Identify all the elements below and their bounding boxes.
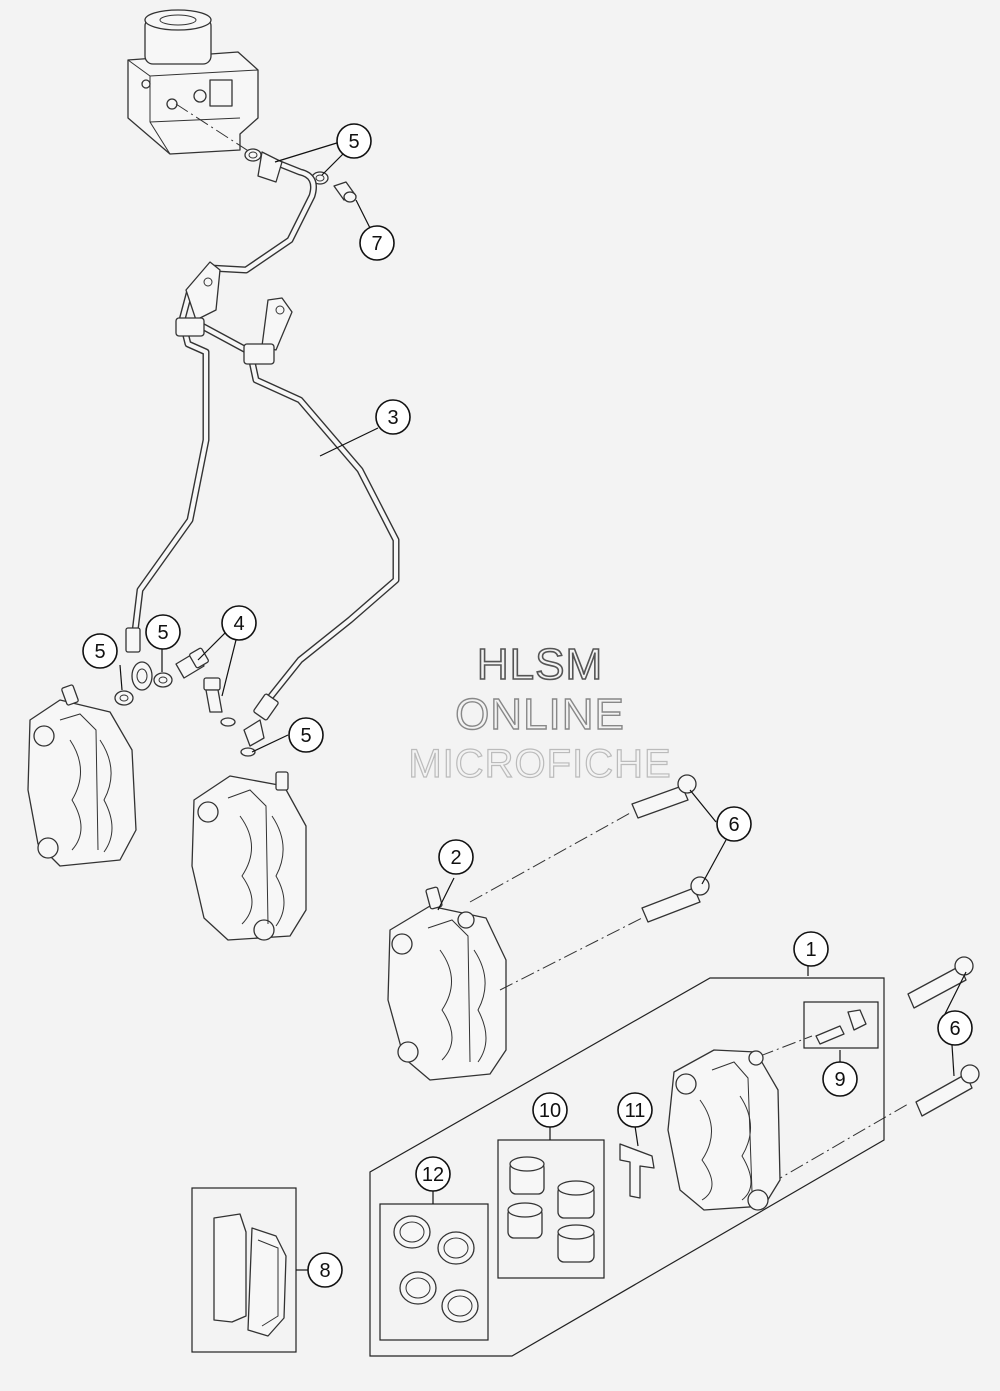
- abs-hydraulic-unit: [127, 9, 259, 155]
- watermark-line-3: MICROFICHE: [408, 741, 672, 786]
- assembly-line-bleeder: [759, 1035, 813, 1057]
- caliper-pin-1: [631, 774, 697, 819]
- assembly-line-pin-3: [769, 1103, 909, 1185]
- svg-text:11: 11: [625, 1100, 646, 1122]
- washer-right-2: [240, 747, 256, 757]
- callout-2[interactable]: 2: [438, 839, 474, 875]
- seals: [393, 1215, 479, 1323]
- washer-top-1: [244, 148, 262, 162]
- washer-left-1: [114, 690, 134, 706]
- svg-text:8: 8: [319, 1260, 330, 1282]
- svg-text:6: 6: [728, 814, 739, 836]
- plug-screw: [333, 181, 357, 203]
- leader-lines: [119, 141, 967, 1271]
- watermark-line-2: ONLINE: [454, 689, 625, 739]
- svg-text:2: 2: [450, 847, 461, 869]
- line-bracket-right: [243, 297, 293, 365]
- callout-12[interactable]: 12: [415, 1156, 451, 1192]
- brake-pads: [213, 1213, 287, 1337]
- callout-11[interactable]: 11: [617, 1092, 653, 1128]
- caliper-assembly-1: [667, 1049, 781, 1211]
- svg-text:7: 7: [371, 233, 382, 255]
- caliper-assembly-2: [387, 886, 507, 1081]
- caliper-pin-2: [641, 876, 710, 923]
- callout-5-left[interactable]: 5: [82, 633, 118, 669]
- pistons-box: [497, 1139, 605, 1279]
- bleeder-valve: [815, 1009, 867, 1045]
- callout-9[interactable]: 9: [822, 1061, 858, 1097]
- callout-6-upper[interactable]: 6: [716, 806, 752, 842]
- callout-5-right[interactable]: 5: [288, 717, 324, 753]
- svg-text:10: 10: [539, 1100, 561, 1122]
- svg-text:3: 3: [387, 407, 398, 429]
- line-bracket-left: [175, 261, 221, 337]
- callout-8[interactable]: 8: [307, 1252, 343, 1288]
- caliper-pin-4: [915, 1064, 980, 1117]
- assembly-line-pin-1: [469, 811, 633, 903]
- callout-6-lower[interactable]: 6: [937, 1010, 973, 1046]
- right-caliper: [191, 771, 307, 941]
- callout-4[interactable]: 4: [221, 605, 257, 641]
- watermark-line-1: HLSM: [476, 639, 604, 690]
- svg-text:4: 4: [233, 613, 244, 635]
- left-caliper: [27, 684, 137, 867]
- brake-line: [125, 151, 400, 747]
- callout-1[interactable]: 1: [793, 931, 829, 967]
- banjo-bolt-1: [175, 647, 209, 679]
- callout-5-middle[interactable]: 5: [145, 614, 181, 650]
- svg-text:1: 1: [805, 939, 816, 961]
- svg-text:9: 9: [834, 1069, 845, 1091]
- bleeder-kit-box: [803, 1001, 879, 1049]
- callout-7[interactable]: 7: [359, 225, 395, 261]
- banjo-bolt-2: [203, 677, 223, 713]
- assembly-line-pin-2: [499, 917, 643, 991]
- washer-right-1: [220, 717, 236, 727]
- washer-left-2: [153, 672, 173, 688]
- assembly-line-abs: [175, 103, 251, 153]
- caliper-kit-outline: [369, 977, 885, 1357]
- callout-10[interactable]: 10: [532, 1092, 568, 1128]
- svg-text:5: 5: [348, 131, 359, 153]
- svg-text:12: 12: [422, 1164, 444, 1186]
- svg-text:5: 5: [94, 641, 105, 663]
- svg-text:5: 5: [157, 622, 168, 644]
- svg-text:6: 6: [949, 1018, 960, 1040]
- seals-box: [379, 1203, 489, 1341]
- pad-spring: [619, 1143, 655, 1199]
- callout-3[interactable]: 3: [375, 399, 411, 435]
- callout-5-top[interactable]: 5: [336, 123, 372, 159]
- pistons: [507, 1156, 595, 1263]
- svg-text:5: 5: [300, 725, 311, 747]
- caliper-pin-3: [907, 956, 974, 1009]
